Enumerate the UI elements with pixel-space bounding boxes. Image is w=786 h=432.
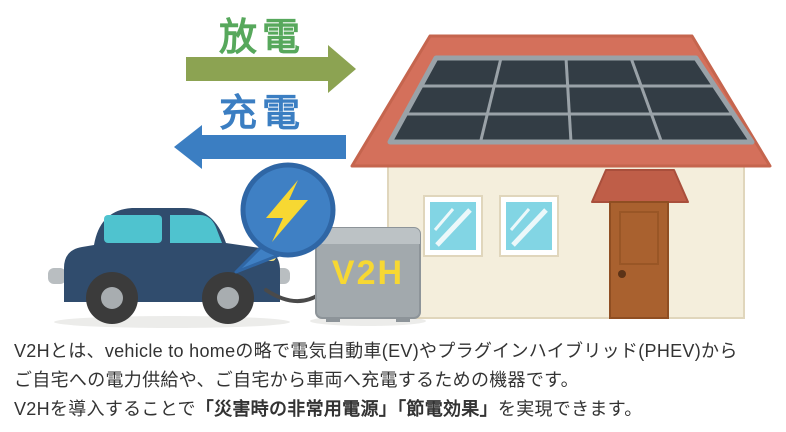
door-knob	[618, 270, 626, 278]
power-bubble	[234, 162, 336, 274]
description-line-3: V2Hを導入することで「災害時の非常用電源」「節電効果」を実現できます。	[14, 395, 776, 424]
car-rear-bumper	[48, 268, 66, 284]
door-awning	[591, 169, 689, 203]
car-hubcap-front	[217, 287, 239, 309]
v2h-unit-top-band	[316, 236, 420, 244]
charge-arrow-body	[202, 135, 346, 159]
solar-panel-array	[387, 55, 755, 145]
door-panel	[609, 201, 669, 319]
v2h-illustration: 放電 充電	[48, 17, 772, 328]
window-gloss	[433, 208, 455, 231]
line3-prefix: V2Hを導入することで	[14, 399, 196, 419]
line3-suffix: を実現できます。	[497, 399, 643, 419]
house	[350, 34, 772, 319]
line3-bold-power-saving: 「節電効果」	[397, 399, 498, 419]
charge-flow: 充電	[174, 93, 346, 169]
discharge-flow: 放電	[186, 17, 356, 93]
solar-panel-grid	[405, 57, 734, 143]
charge-label: 充電	[219, 93, 305, 135]
lightning-icon	[266, 180, 308, 242]
description-line-2: ご自宅への電力供給や、ご自宅から車両へ充電するための機器です。	[14, 370, 579, 390]
discharge-arrow-head	[328, 45, 356, 93]
v2h-unit-label: V2H	[332, 254, 404, 292]
discharge-arrow-body	[186, 57, 328, 81]
car-window-front	[170, 215, 222, 243]
v2h-unit: V2H	[315, 227, 421, 322]
window-gloss	[509, 208, 531, 231]
door-inset	[619, 211, 659, 265]
car-hubcap-rear	[101, 287, 123, 309]
description-line-1: V2Hとは、vehicle to homeの略で電気自動車(EV)やプラグインハ…	[14, 341, 738, 361]
discharge-label: 放電	[219, 17, 305, 59]
car-shadow	[54, 316, 290, 328]
description-text: V2Hとは、vehicle to homeの略で電気自動車(EV)やプラグインハ…	[0, 332, 786, 424]
window-gloss	[435, 208, 472, 247]
car-window-rear	[104, 215, 162, 243]
house-window-left	[423, 195, 483, 257]
ev-car	[48, 208, 290, 324]
line3-bold-emergency-power: 「災害時の非常用電源」	[195, 399, 398, 419]
window-gloss	[511, 208, 548, 247]
house-door	[609, 201, 669, 319]
charge-arrow-head	[174, 125, 202, 169]
house-window-right	[499, 195, 559, 257]
